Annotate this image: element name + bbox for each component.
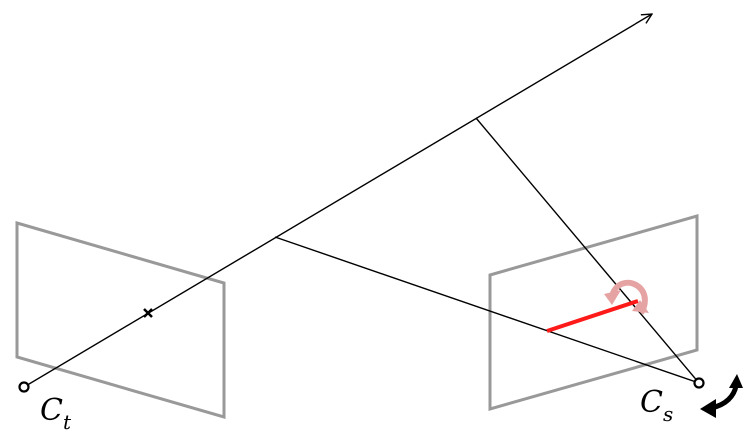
target-ray (23, 14, 652, 388)
source-image-plane (488, 214, 699, 411)
target-camera-label: Ct (40, 393, 72, 434)
rotation-arrow-light-icon (604, 279, 649, 315)
source-camera-label: Cs (640, 385, 673, 426)
rotation-arrow-dark-icon (700, 374, 743, 418)
target-camera-center-icon (18, 381, 30, 393)
far-projection-line (475, 117, 700, 384)
near-projection-line (274, 236, 700, 384)
source-camera-center-icon (693, 377, 705, 389)
target-image-plane (15, 221, 226, 419)
epipolar-segment (546, 299, 639, 333)
projection-point-cross-icon (143, 308, 153, 318)
